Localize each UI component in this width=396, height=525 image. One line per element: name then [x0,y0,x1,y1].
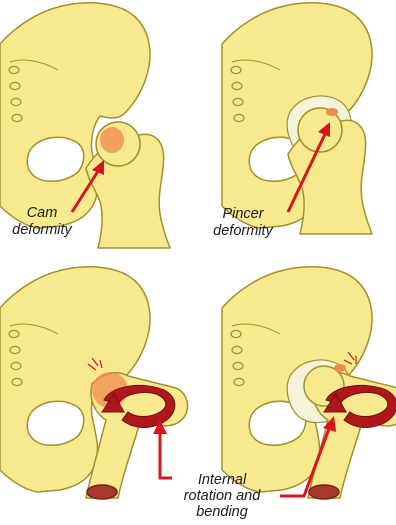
cam-deformity-label: Cam deformity [6,205,78,239]
panel-pincer-impingement [222,267,396,499]
femur-cut-end [87,485,117,499]
pincer-deformity-label: Pincer deformity [204,206,282,240]
femur-cut-end [309,485,339,499]
pincer-overcoverage [326,108,338,116]
cam-bump [100,127,124,153]
internal-rotation-label: Internal rotation and bending [164,472,280,520]
panel-pincer-deformity [222,3,372,234]
